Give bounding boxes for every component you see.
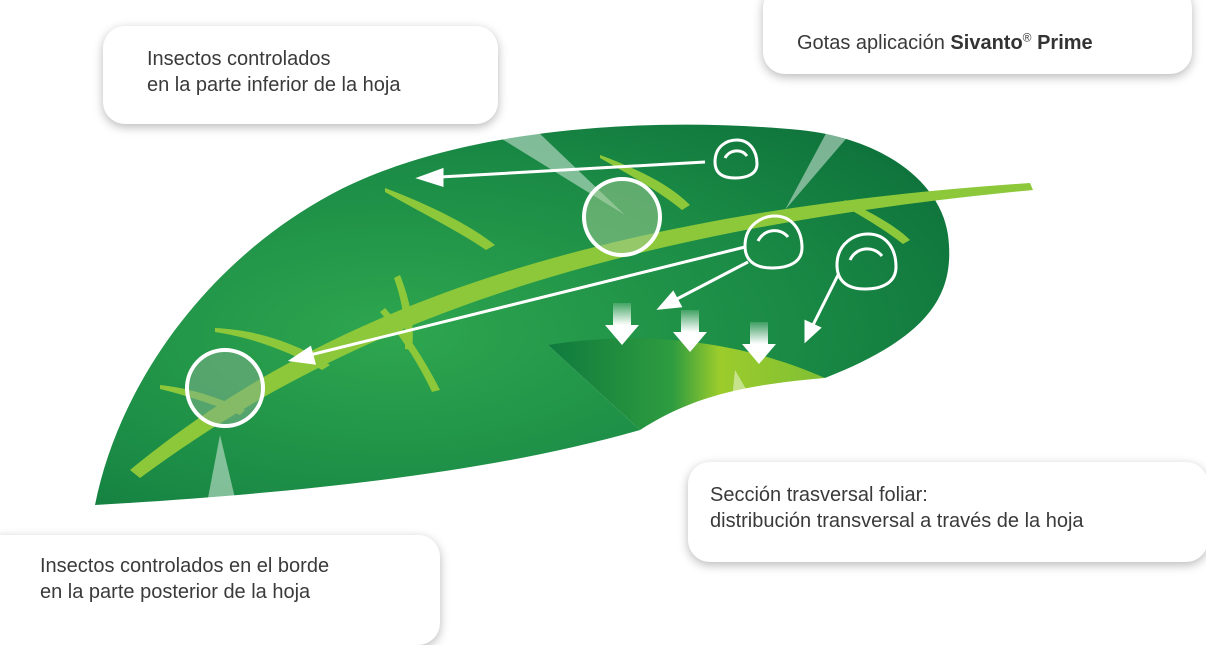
callout-top-left: Insectos controlados en la parte inferio…: [103, 26, 498, 124]
translocation-arrows: [287, 160, 840, 365]
droplet-icon: [743, 214, 804, 270]
callout-pointers: [200, 70, 905, 540]
magnifier-circle-icon: [582, 177, 662, 257]
leaf-shape: [95, 124, 950, 506]
registered-mark: ®: [1022, 30, 1032, 45]
callout-bottom-right: Sección trasversal foliar: distribución …: [688, 462, 1206, 562]
droplet-icon: [713, 138, 759, 180]
callout-text: Insectos controlados: [147, 48, 331, 70]
callout-top-right: Gotas aplicación Sivanto® Prime: [763, 0, 1192, 74]
down-arrow-icon: [673, 310, 707, 352]
callout-text: en la parte inferior de la hoja: [147, 74, 401, 96]
callout-text: Gotas aplicación Sivanto® Prime: [797, 30, 1192, 56]
leaf-diagram: [95, 70, 1033, 540]
callout-prefix: Gotas aplicación: [797, 32, 951, 54]
callout-text: distribución transversal a través de la …: [710, 510, 1084, 532]
magnifier-circle-icon: [185, 348, 265, 428]
callout-text: Sección trasversal foliar:: [710, 484, 928, 506]
down-arrow-icon: [605, 303, 639, 345]
leaf-cross-section: [548, 338, 825, 430]
brand-name: Sivanto: [950, 32, 1023, 54]
callout-text: Insectos controlados en el borde: [40, 555, 330, 577]
droplet-icon: [835, 232, 898, 291]
callout-bottom-left: Insectos controlados en el borde en la p…: [0, 535, 440, 645]
product-name: Prime: [1031, 32, 1093, 54]
callout-text: en la parte posterior de la hoja: [40, 581, 311, 603]
down-arrow-icon: [742, 322, 776, 364]
